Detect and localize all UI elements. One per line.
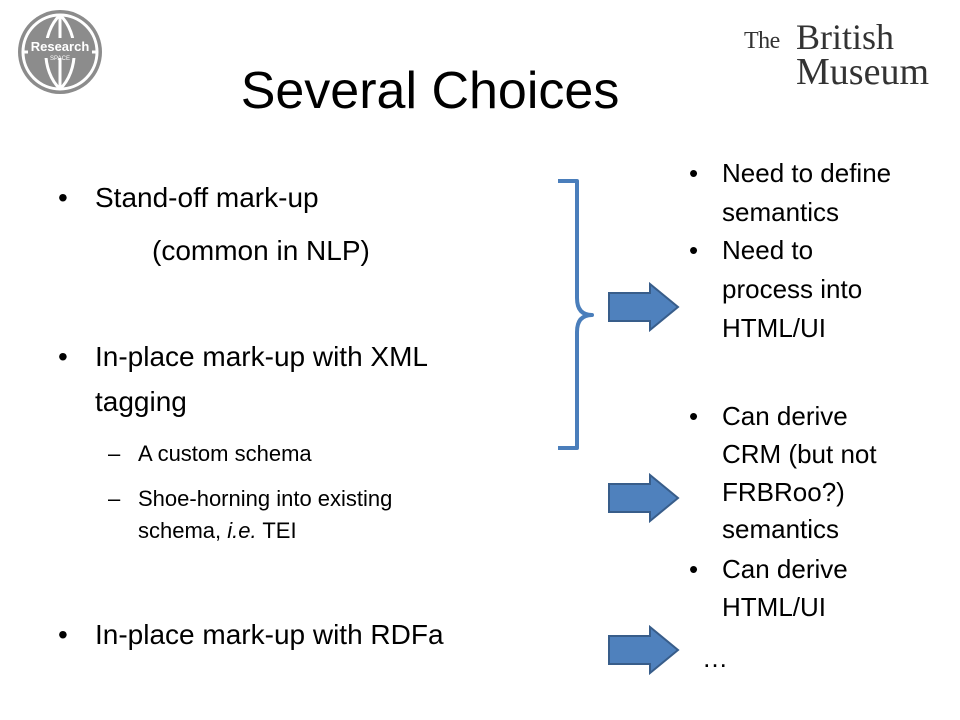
bullet-xml-line1: In-place mark-up with XML: [95, 341, 429, 372]
right-bullet-crm-line4: semantics: [722, 514, 840, 544]
bullet-dot: •: [689, 158, 699, 188]
right-bullet-crm-line3: FRBRoo?): [722, 477, 845, 507]
research-space-logo: Research SPACE: [18, 10, 102, 94]
dash-shoehorning-line1: Shoe-horning into existing: [138, 486, 393, 511]
right-ellipsis: …: [702, 643, 728, 673]
bullet-dot: •: [58, 619, 68, 650]
dash-text-post: TEI: [256, 518, 297, 543]
dash-text-em: i.e.: [227, 518, 257, 543]
dash-marker: –: [108, 486, 121, 511]
bullet-dot: •: [689, 235, 699, 265]
logo-text: Research: [31, 39, 90, 54]
arrow-icon: [608, 473, 680, 523]
logo-subtext: SPACE: [50, 56, 70, 62]
bullet-standoff-note: (common in NLP): [152, 235, 370, 266]
arrow-icon: [608, 625, 680, 675]
right-bullet-process-line2: process into: [722, 274, 863, 304]
right-bullet-crm-line1: Can derive: [722, 401, 848, 431]
logo-british: British: [796, 17, 895, 57]
dash-custom-schema: A custom schema: [138, 441, 312, 466]
dash-marker: –: [108, 441, 121, 466]
right-bullet-process-line3: HTML/UI: [722, 313, 826, 343]
bullet-xml-line2: tagging: [95, 386, 187, 417]
right-bullet-html-line1: Can derive: [722, 554, 848, 584]
bullet-dot: •: [58, 182, 68, 213]
bullet-dot: •: [689, 554, 699, 584]
bullet-dot: •: [58, 341, 68, 372]
right-bullet-process-line1: Need to: [722, 235, 814, 265]
bullet-dot: •: [689, 401, 699, 431]
dash-shoehorning-line2: schema, i.e. TEI: [138, 516, 297, 545]
slide-title: Several Choices: [240, 62, 620, 120]
right-bullet-semantics-line1: Need to define: [722, 158, 892, 188]
arrow-icon: [608, 282, 680, 332]
right-bullet-semantics-line2: semantics: [722, 197, 840, 227]
right-brace: [558, 179, 594, 450]
dash-text-pre: schema,: [138, 518, 228, 543]
logo-museum: Museum: [796, 51, 929, 93]
logo-the: The: [744, 28, 780, 54]
bullet-standoff: Stand-off mark-up: [95, 182, 319, 213]
bullet-rdfa: In-place mark-up with RDFa: [95, 619, 444, 650]
right-bullet-crm-line2: CRM (but not: [722, 439, 877, 469]
right-bullet-html-line2: HTML/UI: [722, 592, 826, 622]
